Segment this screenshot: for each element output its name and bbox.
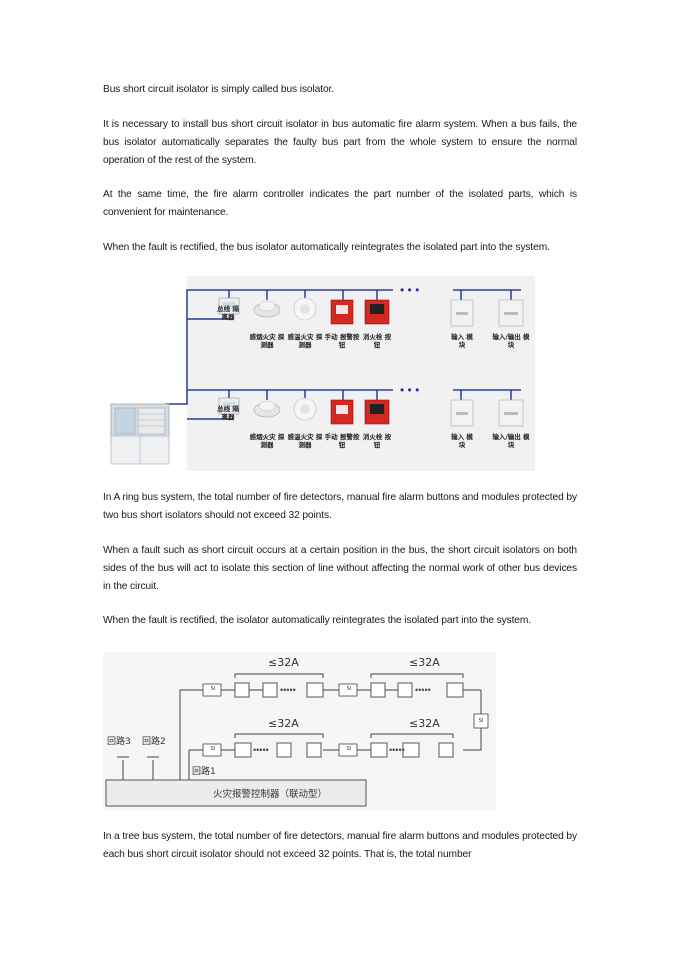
ring-bus-diagram-labels: ≤32A ≤32A ≤32A ≤32A SI SI SI SI SI 回路3 回… xyxy=(103,652,496,810)
label-smoke-bottom: 感烟火灾 探测器 xyxy=(249,433,285,449)
hydrant-button-bottom xyxy=(364,399,390,425)
loop2-label: 回路2 xyxy=(142,737,166,747)
loop1-label: 回路1 xyxy=(192,767,216,777)
manual-alarm-button-bottom xyxy=(330,399,354,425)
label-input-top: 输入 模块 xyxy=(451,333,473,349)
limit-label-3: ≤32A xyxy=(268,717,299,730)
si-boxes xyxy=(202,683,489,757)
label-io-top: 输入/输出 模块 xyxy=(492,333,530,349)
diagram-background xyxy=(187,276,535,471)
input-module-bottom xyxy=(450,399,474,427)
smoke-detector-top xyxy=(253,300,281,318)
group-brackets xyxy=(234,673,464,738)
si-box-4 xyxy=(202,743,222,757)
svg-text:•••••: ••••• xyxy=(280,685,296,695)
label-heat-bottom: 感温火灾 探测器 xyxy=(287,433,323,449)
label-io-bottom: 输入/输出 模块 xyxy=(492,433,530,449)
paragraph-6: When a fault such as short circuit occur… xyxy=(103,545,577,592)
bus-ellipsis-top: • • • xyxy=(400,283,419,297)
label-isolator-top: 总线 隔离器 xyxy=(217,305,239,321)
heat-detector-top xyxy=(293,297,317,321)
ring-bus-diagram: ••••• ••••• ••••• ••••• xyxy=(103,652,496,810)
isolator-device-bottom xyxy=(218,397,240,415)
label-manual-bottom: 手动 报警按钮 xyxy=(324,433,360,449)
si-box-1 xyxy=(202,683,222,697)
si-label-2: SI xyxy=(346,686,352,692)
si-label-3: SI xyxy=(478,718,484,724)
paragraph-4: When the fault is rectified, the bus iso… xyxy=(103,242,550,253)
limit-label-2: ≤32A xyxy=(409,656,440,669)
paragraph-8: In a tree bus system, the total number o… xyxy=(103,831,577,860)
si-label-1: SI xyxy=(210,686,216,692)
smoke-detector-bottom xyxy=(253,400,281,418)
label-smoke-top: 感烟火灾 探测器 xyxy=(249,333,285,349)
bus-isolator-diagram-labels: 总线 隔离器 感烟火灾 探测器 感温火灾 探测器 手动 报警按钮 消火栓 按钮 … xyxy=(103,276,535,471)
bus-ellipsis-bottom: • • • xyxy=(400,383,419,397)
si-label-4: SI xyxy=(210,746,216,752)
svg-text:•••••: ••••• xyxy=(389,745,405,755)
si-box-3 xyxy=(473,713,489,729)
controller-label: 火灾报警控制器（联动型） xyxy=(213,789,328,800)
heat-detector-bottom xyxy=(293,397,317,421)
ring-bus-lines xyxy=(117,689,482,780)
si-label-5: SI xyxy=(346,746,352,752)
label-manual-top: 手动 报警按钮 xyxy=(324,333,360,349)
svg-text:•••••: ••••• xyxy=(253,745,269,755)
fire-alarm-controller-cabinet xyxy=(110,403,170,465)
paragraph-5: In A ring bus system, the total number o… xyxy=(103,492,577,521)
manual-alarm-button-top xyxy=(330,299,354,325)
controller-box xyxy=(105,779,367,807)
svg-text:•••••: ••••• xyxy=(415,685,431,695)
label-isolator-bottom: 总线 隔离器 xyxy=(217,405,239,421)
bus-isolator-diagram: • • • • • • xyxy=(103,276,535,471)
io-module-top xyxy=(498,299,524,327)
device-groups xyxy=(234,682,464,758)
paragraph-2: It is necessary to install bus short cir… xyxy=(103,119,577,166)
paragraph-3: At the same time, the fire alarm control… xyxy=(103,189,577,218)
label-hydrant-top: 消火栓 按钮 xyxy=(362,333,392,349)
loop3-label: 回路3 xyxy=(107,737,131,747)
label-hydrant-bottom: 消火栓 按钮 xyxy=(362,433,392,449)
label-heat-top: 感温火灾 探测器 xyxy=(287,333,323,349)
isolator-device-top xyxy=(218,297,240,315)
limit-label-1: ≤32A xyxy=(268,656,299,669)
paragraph-7: When the fault is rectified, the isolato… xyxy=(103,615,531,626)
ellipsis-marks: ••••• ••••• ••••• ••••• xyxy=(253,685,431,755)
si-box-2 xyxy=(338,683,358,697)
si-box-5 xyxy=(338,743,358,757)
io-module-bottom xyxy=(498,399,524,427)
hydrant-button-top xyxy=(364,299,390,325)
label-input-bottom: 输入 模块 xyxy=(451,433,473,449)
paragraph-1: Bus short circuit isolator is simply cal… xyxy=(103,84,334,95)
input-module-top xyxy=(450,299,474,327)
limit-label-4: ≤32A xyxy=(409,717,440,730)
